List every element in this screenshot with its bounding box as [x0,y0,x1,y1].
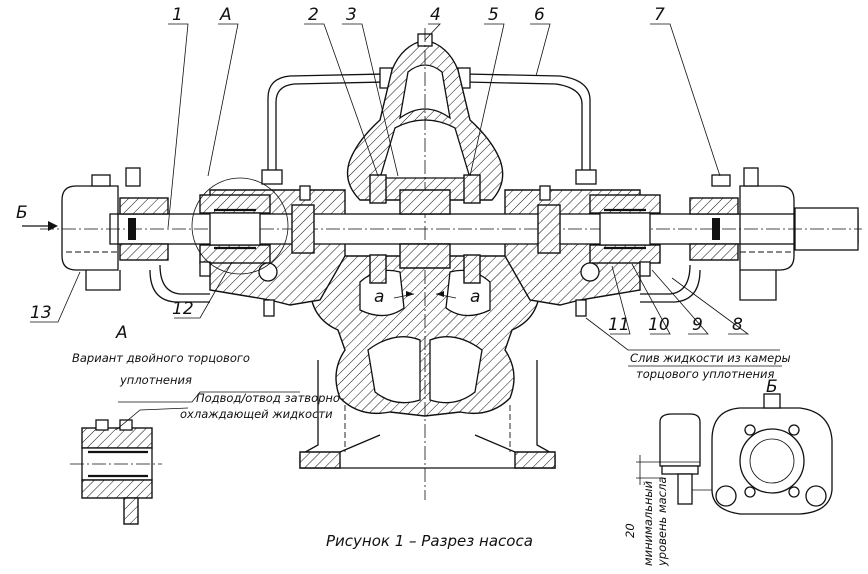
callout-2: 2 [308,5,319,25]
callout-10: 10 [648,315,670,335]
left-seal-assembly [119,194,271,264]
drain-note-line1: Слив жидкости из камеры [630,351,791,365]
callout-9: 9 [692,315,703,335]
callout-8: 8 [732,315,743,335]
callout-4: 4 [430,5,441,25]
right-seal-assembly [589,194,739,264]
detail-view-a [70,407,189,525]
flange-bolts [199,185,651,317]
callout-13: 13 [30,303,52,323]
pump-main-section [22,28,862,500]
callout-1: 1 [172,5,183,25]
figure-caption: Рисунок 1 – Разрез насоса [326,532,533,550]
left-bearing-housing [61,185,119,271]
callout-11: 11 [608,315,630,335]
variant-note-line1: Вариант двойного торцового [72,351,250,365]
callout-6: 6 [534,5,545,25]
pump-support [299,360,556,469]
bypass-pipe [267,73,386,175]
detail-label: А [115,323,128,343]
callout-7: 7 [654,5,665,25]
callout-labels: 1 А 2 3 4 5 6 7 13 12 11 10 9 8 [30,5,743,335]
dimension-label: 20 [623,523,637,538]
leader-lines [30,23,780,403]
oil-level-line1: минимальный [641,480,655,566]
section-label-right: a [470,287,480,307]
supply-note-line2: охлаждающей жидкости [180,407,333,421]
side-view-b [636,393,833,515]
oil-level-line2: уровень масла [655,477,669,567]
callout-a: А [219,5,232,25]
detail-circle-a [191,177,289,275]
variant-note-line2: уплотнения [119,373,192,387]
callout-5: 5 [488,5,499,25]
drain-note-line2: торцового уплотнения [636,367,774,381]
callout-3: 3 [346,5,357,25]
callout-12: 12 [172,299,194,319]
section-label-left: a [374,287,384,307]
right-bearing-housing [739,185,795,271]
side-view-label: Б [766,377,778,397]
supply-note-line1: Подвод/отвод затворно- [196,391,344,405]
inlet-label: Б [16,203,28,223]
